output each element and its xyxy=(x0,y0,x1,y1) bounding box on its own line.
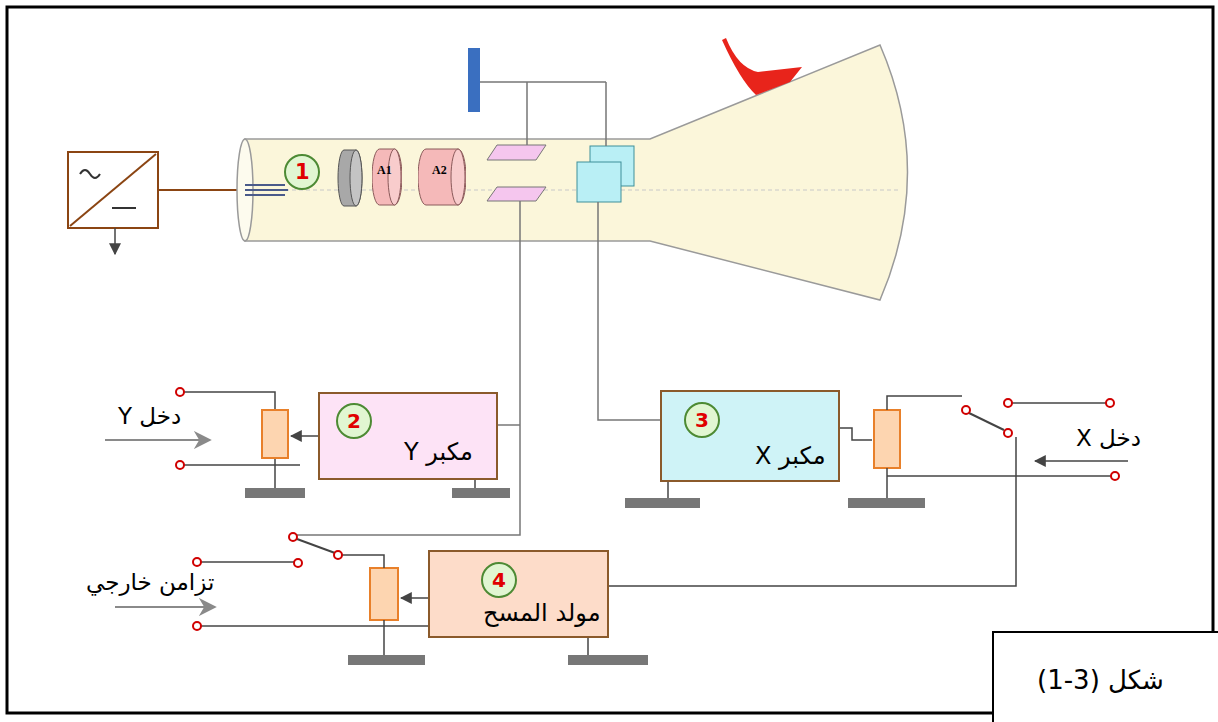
input-arrow xyxy=(105,439,210,441)
anode-cylinder: A1 xyxy=(372,148,402,206)
ground-symbol xyxy=(568,655,648,665)
wire xyxy=(886,468,888,498)
crt-tube xyxy=(245,45,908,300)
supply-diagonal xyxy=(70,154,156,226)
cylinder-face xyxy=(451,149,465,205)
power-supply xyxy=(68,152,158,228)
block-name: مكبر Y xyxy=(404,438,473,466)
amplifier-box: 3 مكبر X xyxy=(660,390,840,482)
ground-symbol xyxy=(625,498,700,508)
y-plate-wire xyxy=(297,201,520,535)
figure-caption: شكل (3-1) xyxy=(1037,665,1164,695)
supply-wire xyxy=(158,189,246,191)
input-arrow xyxy=(115,606,215,608)
wire xyxy=(667,482,669,498)
cylinder-body xyxy=(418,149,466,205)
anode-cylinder: A2 xyxy=(418,148,466,206)
switch-blade xyxy=(969,413,1004,430)
pot-wiper xyxy=(291,435,318,437)
wire xyxy=(201,561,294,563)
grid-face xyxy=(350,150,362,206)
supply-output xyxy=(114,228,116,254)
terminal xyxy=(289,533,297,541)
ground-symbol xyxy=(245,488,305,498)
part-name: A1 xyxy=(377,163,392,178)
terminal xyxy=(1111,472,1119,480)
callout-number: 1 xyxy=(295,160,310,184)
callout-number: 4 xyxy=(481,562,517,598)
light-spot xyxy=(722,38,802,95)
caption-box xyxy=(993,632,1218,722)
potentiometer xyxy=(370,568,398,620)
terminal xyxy=(294,559,302,567)
plate-wire xyxy=(480,82,606,146)
terminal xyxy=(1004,399,1012,407)
cathode xyxy=(245,184,285,186)
switch-pivot xyxy=(334,551,342,559)
terminal xyxy=(1004,429,1012,437)
wire xyxy=(474,480,476,488)
ground-symbol xyxy=(848,498,925,508)
potentiometer xyxy=(874,410,900,468)
terminal xyxy=(193,622,201,630)
pot-wiper xyxy=(401,597,428,599)
callout-circle xyxy=(285,155,319,189)
part-name: A2 xyxy=(432,163,447,178)
electrode-bar xyxy=(468,48,480,112)
signal-name: تزامن خارجي xyxy=(86,569,214,595)
terminal xyxy=(193,558,201,566)
wire xyxy=(887,396,962,410)
cathode xyxy=(245,189,288,191)
outer-frame xyxy=(7,7,1213,713)
amplifier-box: 2 مكبر Y xyxy=(318,392,498,480)
ground-symbol xyxy=(348,655,425,665)
block-name: مكبر X xyxy=(755,442,826,470)
signal-name: دخل Y xyxy=(118,403,181,429)
pot-wiper xyxy=(840,428,872,440)
wire xyxy=(274,458,276,488)
wire xyxy=(1012,402,1106,404)
wire xyxy=(887,475,1111,477)
wire xyxy=(342,555,384,568)
signal-name: دخل X xyxy=(1076,425,1141,451)
x-plate-wire xyxy=(598,202,660,420)
sweep-generator-box: 4مولد المسح xyxy=(428,550,609,638)
terminal xyxy=(176,461,184,469)
terminal xyxy=(176,388,184,396)
switch-pivot xyxy=(962,406,970,414)
switch-blade xyxy=(297,539,335,553)
terminal xyxy=(1106,399,1114,407)
input-arrow xyxy=(1035,460,1128,462)
dc-symbol xyxy=(112,207,136,209)
x-plate xyxy=(577,162,621,202)
grid-cylinder xyxy=(338,150,362,206)
callout-number: 3 xyxy=(684,402,720,438)
potentiometer xyxy=(262,410,288,458)
callout-number: 2 xyxy=(336,403,372,439)
wire xyxy=(184,392,275,410)
block-name: مولد المسح xyxy=(483,599,601,627)
y-amp-output xyxy=(498,424,520,426)
cathode xyxy=(245,194,285,196)
wire xyxy=(587,638,589,655)
wire xyxy=(201,625,428,627)
ground-symbol xyxy=(452,488,510,498)
cylinder-body xyxy=(372,149,402,205)
y-plate xyxy=(487,145,546,160)
wire xyxy=(184,464,300,466)
y-plate xyxy=(487,187,546,201)
ac-symbol xyxy=(80,170,100,178)
